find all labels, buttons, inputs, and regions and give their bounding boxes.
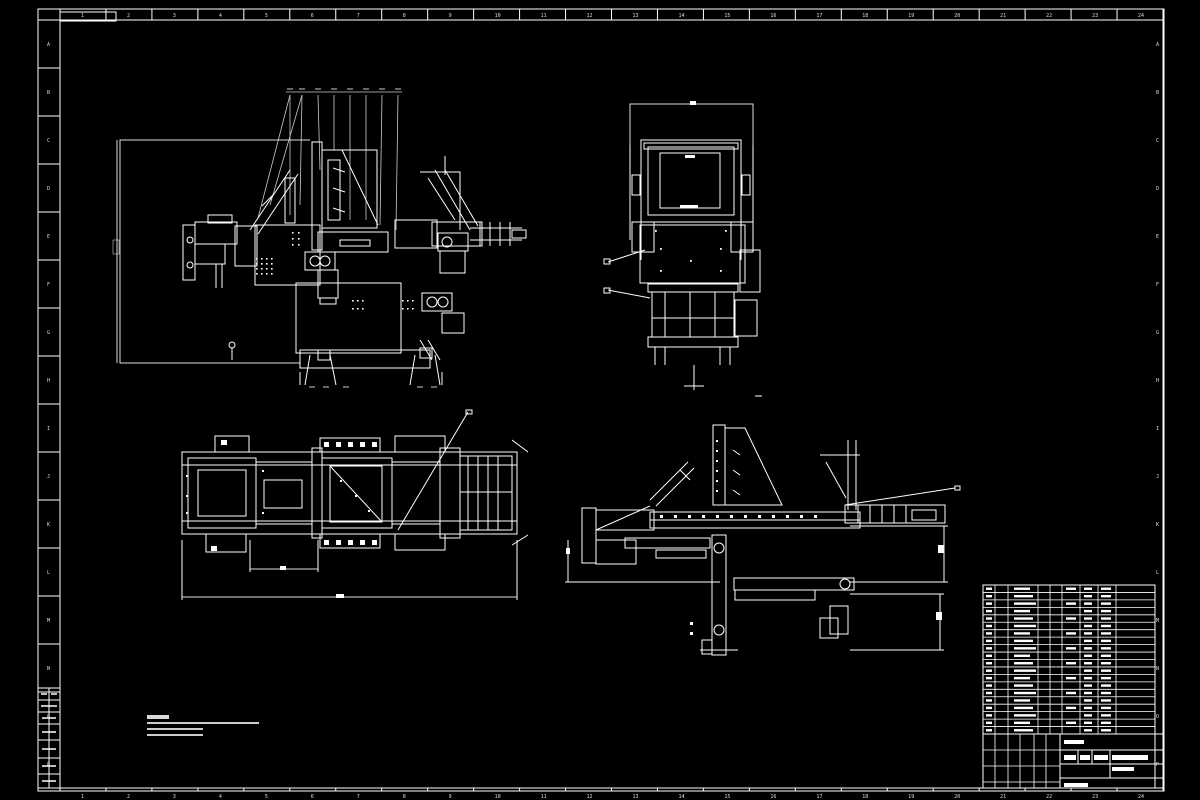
corner-tag [59, 11, 117, 22]
left-side-table-marks [41, 693, 57, 782]
side-bolt-pattern [655, 155, 727, 272]
zone-label-top: 16 [770, 13, 776, 19]
zone-label-right: N [1156, 666, 1159, 672]
zone-label-bottom: 10 [495, 794, 501, 800]
zone-label-top: 8 [403, 13, 406, 19]
zone-label-left: G [47, 330, 50, 336]
zone-label-bottom: 7 [357, 794, 360, 800]
drawing-title [1064, 740, 1148, 787]
zone-label-left: F [47, 282, 50, 288]
zone-label-left: B [47, 90, 50, 96]
zone-label-bottom: 3 [173, 794, 176, 800]
side-elevation-view[interactable] [603, 101, 762, 397]
zone-label-top: 23 [1092, 13, 1098, 19]
zone-label-right: G [1156, 330, 1159, 336]
zone-label-top: 6 [311, 13, 314, 19]
front-bolt-pattern [256, 232, 414, 310]
border-zone-labels: 1122334455667788991010111112121313141415… [47, 13, 1159, 800]
zone-label-left: E [47, 234, 50, 240]
zone-label-bottom: 13 [632, 794, 638, 800]
zone-label-top: 17 [816, 13, 822, 19]
zone-label-bottom: 2 [127, 794, 130, 800]
zone-label-right: F [1156, 282, 1159, 288]
zone-label-bottom: 18 [862, 794, 868, 800]
zone-label-left: H [47, 378, 50, 384]
zone-label-bottom: 24 [1138, 794, 1144, 800]
part-leaders [257, 91, 402, 231]
zone-label-left: C [47, 138, 50, 144]
zone-label-left: L [47, 570, 50, 576]
zone-label-bottom: 6 [311, 794, 314, 800]
section-view[interactable] [565, 424, 961, 656]
zone-label-bottom: 5 [265, 794, 268, 800]
zone-label-bottom: 19 [908, 794, 914, 800]
zone-label-top: 20 [954, 13, 960, 19]
plan-view-details [186, 440, 377, 551]
zone-label-bottom: 11 [541, 794, 547, 800]
zone-label-bottom: 22 [1046, 794, 1052, 800]
zone-label-right: O [1156, 714, 1159, 720]
zone-label-bottom: 16 [770, 794, 776, 800]
title-block[interactable] [982, 584, 1163, 789]
zone-label-left: D [47, 186, 50, 192]
zone-label-top: 21 [1000, 13, 1006, 19]
zone-label-top: 19 [908, 13, 914, 19]
parts-list-entries [986, 587, 1111, 732]
zone-label-top: 7 [357, 13, 360, 19]
zone-label-bottom: 8 [403, 794, 406, 800]
zone-label-bottom: 1 [81, 794, 84, 800]
zone-label-top: 24 [1138, 13, 1144, 19]
zone-label-left: A [47, 42, 50, 48]
zone-label-top: 4 [219, 13, 222, 19]
zone-label-top: 18 [862, 13, 868, 19]
zone-label-right: E [1156, 234, 1159, 240]
zone-label-top: 13 [632, 13, 638, 19]
zone-label-right: I [1156, 426, 1159, 432]
zone-label-right: B [1156, 90, 1159, 96]
front-elevation-view[interactable] [112, 88, 527, 388]
zone-label-right: P [1156, 762, 1159, 768]
zone-label-bottom: 9 [449, 794, 452, 800]
zone-label-top: 5 [265, 13, 268, 19]
zone-label-right: J [1156, 474, 1159, 480]
zone-label-bottom: 12 [587, 794, 593, 800]
zone-label-right: D [1156, 186, 1159, 192]
zone-label-right: K [1156, 522, 1159, 528]
zone-label-right: M [1156, 618, 1159, 624]
zone-label-top: 3 [173, 13, 176, 19]
zone-label-right: A [1156, 42, 1159, 48]
plan-view[interactable] [181, 409, 529, 600]
zone-label-top: 11 [541, 13, 547, 19]
technical-notes [147, 715, 259, 736]
zone-label-top: 12 [587, 13, 593, 19]
zone-label-right: L [1156, 570, 1159, 576]
zone-label-top: 2 [127, 13, 130, 19]
zone-label-left: J [47, 474, 50, 480]
zone-label-right: H [1156, 378, 1159, 384]
zone-label-bottom: 4 [219, 794, 222, 800]
zone-label-left: N [47, 666, 50, 672]
zone-label-bottom: 21 [1000, 794, 1006, 800]
zone-label-left: I [47, 426, 50, 432]
section-view-details [660, 440, 817, 635]
zone-label-bottom: 14 [678, 794, 684, 800]
zone-label-top: 22 [1046, 13, 1052, 19]
zone-label-bottom: 23 [1092, 794, 1098, 800]
zone-label-top: 1 [81, 13, 84, 19]
zone-label-left: K [47, 522, 50, 528]
zone-label-bottom: 15 [724, 794, 730, 800]
zone-label-bottom: 17 [816, 794, 822, 800]
zone-label-top: 15 [724, 13, 730, 19]
zone-label-top: 14 [678, 13, 684, 19]
zone-label-right: C [1156, 138, 1159, 144]
parts-list-table [983, 585, 1155, 788]
zone-label-top: 9 [449, 13, 452, 19]
zone-label-top: 10 [495, 13, 501, 19]
zone-label-left: M [47, 618, 50, 624]
left-side-table [37, 687, 61, 789]
zone-label-bottom: 20 [954, 794, 960, 800]
overall-height-dimension [119, 139, 310, 364]
